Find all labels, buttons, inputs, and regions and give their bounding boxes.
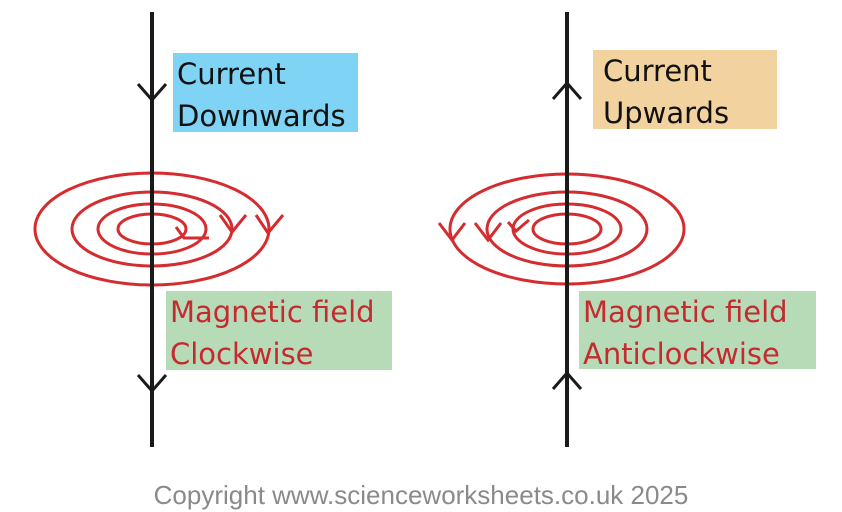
label-line: Downwards (177, 99, 346, 133)
label-line: Current (603, 54, 712, 88)
left-wire (136, 12, 168, 447)
arrow-down-icon (136, 374, 168, 394)
label-line: Upwards (603, 96, 730, 130)
label-line: Clockwise (170, 337, 314, 371)
copyright-notice: Copyright www.scienceworksheets.co.uk 20… (153, 480, 689, 510)
label-line: Magnetic field (583, 295, 788, 329)
left-field-lines (33, 171, 285, 287)
arrow-up-icon (551, 80, 583, 100)
magnetic-field-clockwise-label: Magnetic field Clockwise (166, 291, 392, 371)
right-wire (551, 12, 583, 447)
label-line: Anticlockwise (583, 337, 780, 371)
chevron-down-icon (506, 218, 530, 234)
label-line: Current (177, 57, 286, 91)
chevron-down-icon (473, 222, 503, 243)
current-upwards-label: Current Upwards (593, 50, 777, 130)
chevron-down-icon (174, 226, 209, 240)
arrow-up-icon (551, 370, 583, 390)
chevron-down-icon (437, 222, 467, 243)
chevron-down-icon (218, 214, 248, 235)
current-downwards-label: Current Downwards (173, 53, 358, 133)
label-line: Magnetic field (170, 295, 375, 329)
right-field-lines (437, 172, 686, 286)
magnetic-field-anticlockwise-label: Magnetic field Anticlockwise (579, 291, 816, 371)
chevron-down-icon (254, 214, 285, 236)
arrow-down-icon (136, 83, 168, 103)
